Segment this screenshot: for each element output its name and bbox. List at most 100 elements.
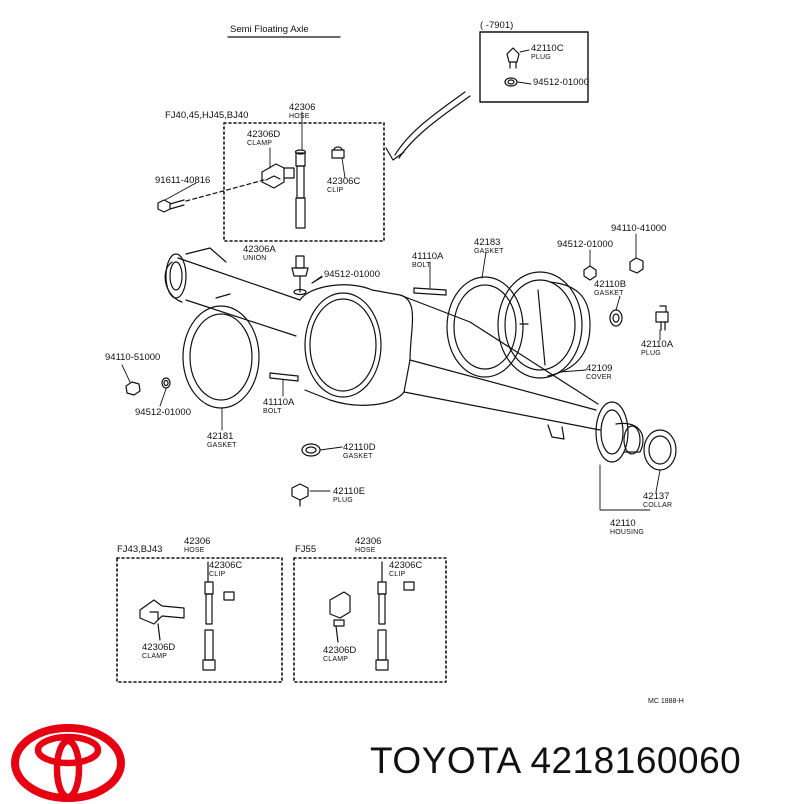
part-number: 42306D	[323, 645, 357, 656]
part-number: 42306	[289, 102, 316, 113]
part-name: BOLT	[412, 262, 431, 269]
part-name: GASKET	[343, 453, 373, 460]
label-42306a: 42306A UNION	[243, 245, 276, 263]
gasket-42110b-icon	[609, 309, 623, 327]
part-number: 42110E	[333, 486, 366, 497]
part-name: HOSE	[289, 113, 310, 120]
bl-hose-icon	[202, 561, 216, 671]
cover-42109-icon	[497, 271, 591, 379]
part-name: CLIP	[209, 571, 226, 578]
label-bottom-left-variant: FJ43,BJ43	[117, 544, 163, 555]
bottom-right-group-box	[293, 557, 447, 683]
part-name: UNION	[243, 255, 267, 262]
part-number: 42110C	[531, 43, 564, 54]
stud-41110a-upper-icon	[413, 287, 447, 296]
part-name: CLIP	[327, 187, 344, 194]
label-42110a: 42110A PLUG	[641, 340, 673, 358]
label-42306c: 42306C CLIP	[327, 177, 360, 195]
top-hose-group-box	[223, 122, 385, 242]
part-name: PLUG	[531, 54, 551, 61]
label-94110-51000: 94110-51000	[105, 353, 160, 363]
part-number: 94110-41000	[611, 223, 667, 234]
part-number: 42306C	[389, 560, 423, 571]
clamp-42306d-icon	[261, 163, 295, 189]
part-number: 42183	[474, 237, 501, 248]
label-94512-b: 94512-01000	[324, 270, 380, 280]
part-name: CLAMP	[142, 653, 168, 660]
part-number: 42306C	[209, 560, 243, 571]
part-name: GASKET	[207, 442, 237, 449]
gasket-94512-right-icon	[583, 265, 597, 281]
gasket-94512-icon	[504, 77, 518, 87]
br-clamp-icon	[329, 591, 351, 643]
label-94512-d: 94512-01000	[135, 408, 191, 418]
part-number: 42306	[355, 536, 382, 547]
part-name: PLUG	[333, 497, 353, 504]
label-42110c: 42110C PLUG	[531, 44, 564, 62]
nut-94110-51000-icon	[125, 377, 171, 396]
label-42306-top: 42306 HOSE	[289, 103, 315, 121]
stud-41110a-lower-icon	[269, 372, 299, 382]
part-name: GASKET	[594, 290, 624, 297]
part-name: CLAMP	[323, 656, 349, 663]
label-42110b: 42110B GASKET	[594, 280, 626, 298]
part-number: 42306D	[142, 642, 176, 653]
label-42137: 42137 COLLAR	[643, 492, 672, 510]
part-number: 91611-40816	[155, 175, 211, 186]
br-hose-icon	[375, 561, 389, 671]
label-bl-hose: 42306 HOSE	[184, 537, 210, 555]
bolt-91611-icon	[157, 179, 265, 213]
part-number: 42110	[610, 518, 636, 529]
diagram-title: Semi Floating Axle	[230, 24, 309, 35]
part-name: BOLT	[263, 408, 282, 415]
gasket-42181-icon	[182, 305, 260, 409]
label-42183: 42183 GASKET	[474, 238, 504, 256]
label-42110d: 42110D GASKET	[343, 443, 376, 461]
part-number: 42137	[643, 491, 670, 502]
label-41110a-top: 41110A BOLT	[412, 252, 443, 270]
part-name: HOUSING	[610, 529, 645, 536]
diagram-code: MC 1888-H	[648, 698, 684, 705]
label-42110e: 42110E PLUG	[333, 487, 365, 505]
arrow-to-hose	[394, 91, 466, 156]
part-name: HOSE	[184, 547, 205, 554]
label-42109: 42109 COVER	[586, 364, 612, 382]
range-box	[479, 31, 589, 103]
bl-clip-icon	[223, 591, 235, 601]
part-number: 42306C	[327, 176, 361, 187]
range-box-label: ( -7901)	[480, 20, 514, 31]
part-name: CLAMP	[247, 140, 273, 147]
label-bl-clamp: 42306D CLAMP	[142, 643, 175, 661]
label-42110: 42110 HOUSING	[610, 519, 644, 537]
label-bottom-right-variant: FJ55	[295, 544, 317, 555]
hose-42306-icon	[294, 149, 307, 229]
label-br-clamp: 42306D CLAMP	[323, 646, 356, 664]
label-br-hose: 42306 HOSE	[355, 537, 381, 555]
part-number: 42109	[586, 363, 613, 374]
nut-94110-41000-icon	[629, 257, 644, 274]
part-number: 42110B	[594, 279, 627, 290]
label-41110a-bottom: 41110A BOLT	[263, 398, 294, 416]
leader-lines	[121, 49, 661, 511]
plug-42110c-icon	[506, 47, 520, 69]
part-name: COVER	[586, 374, 612, 381]
gasket-42183-icon	[446, 276, 524, 378]
label-top-variant: FJ40,45,HJ45,BJ40	[165, 110, 249, 121]
toyota-logo-icon	[11, 724, 125, 802]
part-name: COLLAR	[643, 502, 673, 509]
plug-42110a-icon	[655, 305, 669, 331]
clip-42306c-icon	[331, 146, 345, 159]
part-name: PLUG	[641, 350, 661, 357]
part-number: 94512-01000	[135, 407, 191, 418]
label-bl-clip: 42306C CLIP	[209, 561, 242, 579]
collar-42137-icon	[643, 429, 677, 471]
part-number-title: 4218160060	[530, 740, 742, 781]
part-name: GASKET	[474, 248, 504, 255]
part-number: 42306A	[243, 244, 276, 255]
label-94110-41000: 94110-41000	[611, 224, 666, 234]
gasket-42110d-icon	[301, 443, 321, 457]
label-94512-a: 94512-01000	[533, 78, 589, 88]
axle-housing-42110-icon	[164, 247, 644, 463]
part-number: 42306	[184, 536, 211, 547]
